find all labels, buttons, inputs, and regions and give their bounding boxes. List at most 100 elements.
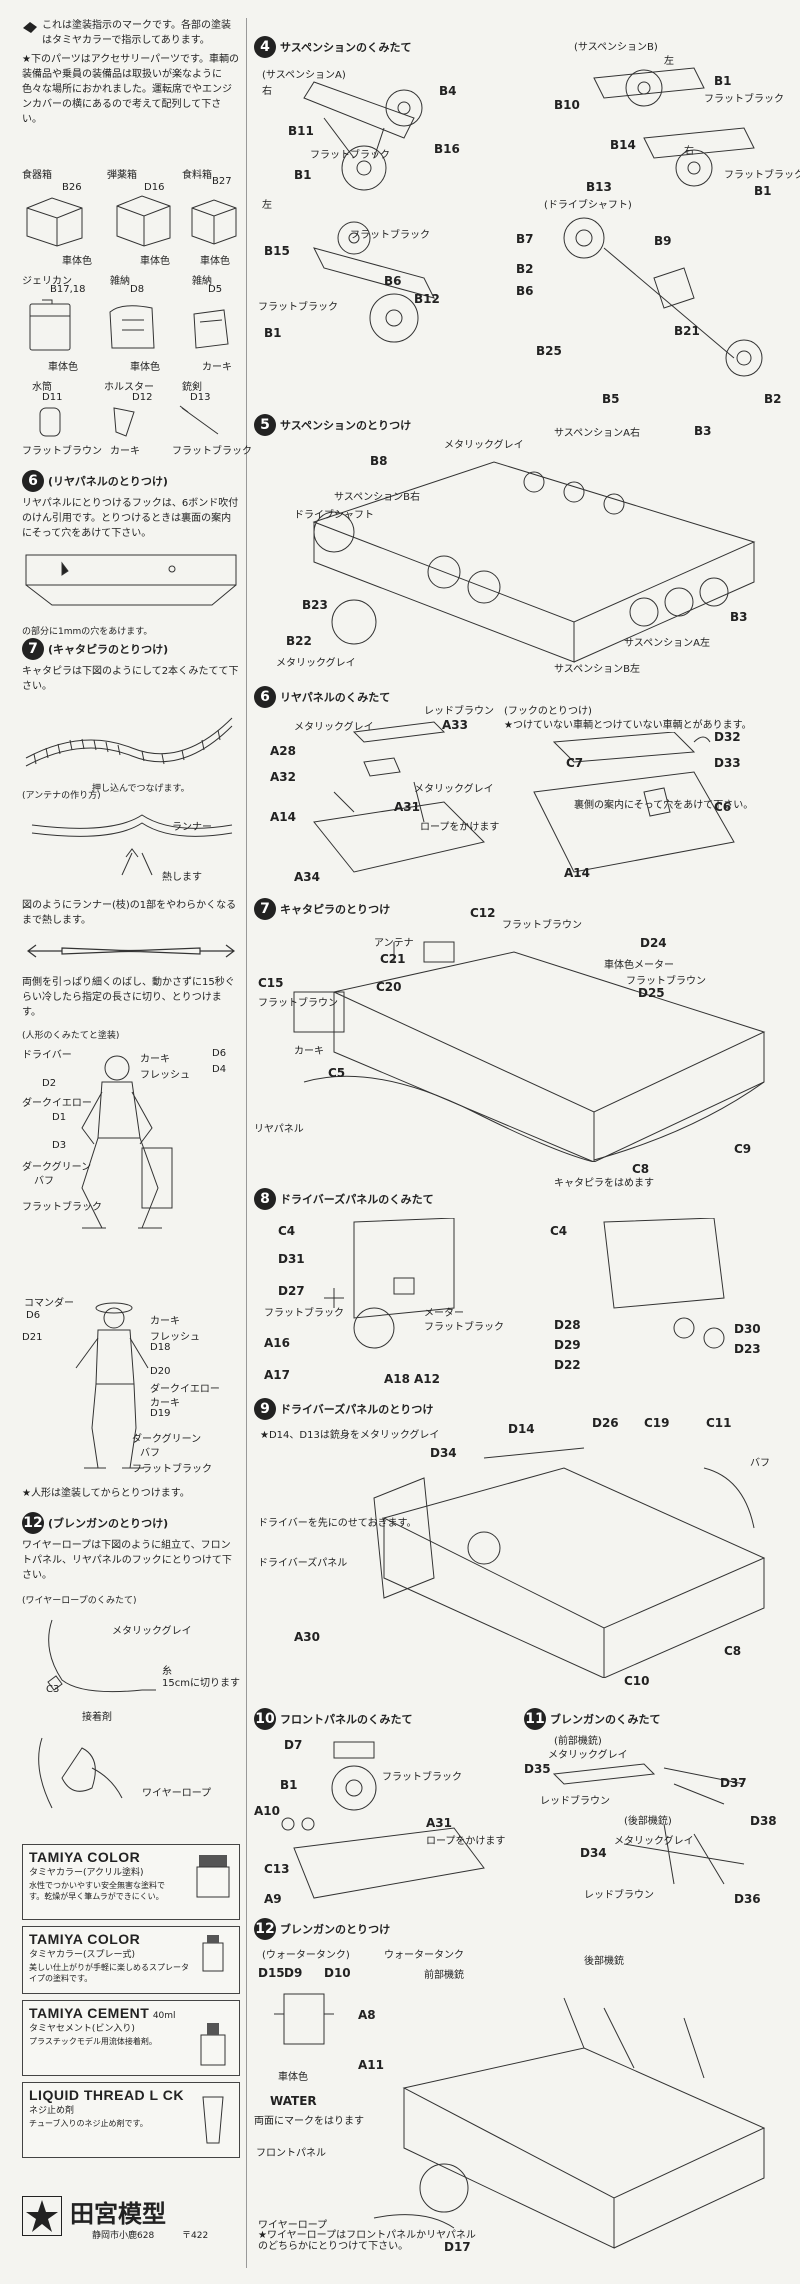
track-note: キャタピラをはめます xyxy=(554,1178,654,1189)
part-number: D1 xyxy=(52,1112,67,1123)
part-number: C19 xyxy=(644,1416,670,1430)
part-number: B2 xyxy=(764,392,782,406)
panel-label: ドライバーズパネル xyxy=(258,1558,348,1569)
part-number: B16 xyxy=(434,142,460,156)
thread-label: 糸 xyxy=(162,1666,172,1677)
part-number: B12 xyxy=(414,292,440,306)
paint-label: バフ xyxy=(140,1448,160,1459)
part-number: D17 xyxy=(444,2240,471,2254)
hull-bren-sketch xyxy=(373,1997,766,2249)
part-number: A10 xyxy=(254,1804,280,1818)
paint-label: レッドブラウン xyxy=(584,1890,654,1901)
water-decal: WATER xyxy=(270,2094,317,2108)
brand-sub: タミヤカラー(スプレー式) xyxy=(29,1950,136,1960)
part-number: D14 xyxy=(508,1422,535,1436)
hands-sketch xyxy=(38,1737,123,1809)
part-number: D8 xyxy=(130,284,145,295)
hull-suspension-sketch xyxy=(312,461,756,663)
hook-note: ★つけていない車輌とつけていない車輌とがあります。 xyxy=(504,720,752,731)
color-label: フラットブラウン xyxy=(22,446,102,457)
step-title: (リヤパネルのとりつけ) xyxy=(48,475,168,488)
part-number: D11 xyxy=(42,392,63,403)
acc-label: 銃剣 xyxy=(182,382,202,393)
part-number: A9 xyxy=(264,1892,282,1906)
runner-label: ランナー xyxy=(172,822,212,833)
left-label: 左 xyxy=(664,56,674,67)
step8-driver-panel-assembly: 8 ドライバーズパネルのくみたて C4 D31 D27 フラッ xyxy=(254,1188,784,1398)
part-number: B23 xyxy=(302,598,328,612)
part-number: A28 xyxy=(270,744,296,758)
acc-label: 水筒 xyxy=(32,382,52,393)
paint-label: レッドブラウン xyxy=(540,1796,610,1807)
step-title: ドライバーズパネルのとりつけ xyxy=(280,1403,434,1416)
antenna-body-2: 両側を引っぱり細くのばし、動かさずに15秒ぐらい冷したら指定の長さに切り、とりつ… xyxy=(22,977,235,1018)
step11-bren-gun-assembly: 11 ブレンガンのくみたて (前部機銃) メタリックグレイ D35 D37 レッ… xyxy=(524,1708,784,1908)
part-number: A17 xyxy=(264,1368,290,1382)
paint-label: ダークグリーン xyxy=(132,1434,202,1445)
hull-track-sketch xyxy=(293,941,766,1162)
right-label: 右 xyxy=(262,86,272,97)
part-number: D3 xyxy=(52,1140,67,1151)
step7-track-mount: 7 キャタピラのとりつけ C12 フラットブラウン D24 車体色 メーター フ xyxy=(254,892,784,1189)
part-number: C20 xyxy=(376,980,402,994)
part-number: D2 xyxy=(42,1078,57,1089)
paint-label: メタリックグレイ xyxy=(294,722,374,733)
step-title: サスペンションのくみたて xyxy=(280,41,412,54)
color-label: カーキ xyxy=(110,446,140,457)
paint-label: フラットブラウン xyxy=(502,920,582,931)
part-number: A14 xyxy=(270,810,296,824)
paint-label: フラットブラウン xyxy=(626,976,706,987)
part-number: C10 xyxy=(624,1674,650,1688)
part-number: D18 xyxy=(150,1342,171,1353)
figures-section: (人形のくみたてと塗装) ドライバー コマンダー カーキ D6 フレッシュ D4… xyxy=(22,1028,240,1499)
color-label: 車体色 xyxy=(200,256,230,267)
water-tank-title: (ウォータータンク) xyxy=(262,1950,350,1961)
step-number: 12 xyxy=(254,1918,276,1940)
part-number: D26 xyxy=(592,1416,619,1430)
part-number: A33 xyxy=(442,718,468,732)
paint-label: ダークグリーン xyxy=(22,1162,92,1173)
brand-sub: タミヤカラー(アクリル塗料) xyxy=(29,1868,144,1878)
commander-label: コマンダー xyxy=(24,1298,74,1309)
brand-title: TAMIYA COLOR xyxy=(29,1849,141,1865)
part-number: C11 xyxy=(706,1416,732,1430)
part-number: A14 xyxy=(564,866,590,880)
intro-block: これは塗装指示のマークです。各部の塗装はタミヤカラーで指示してあります。 ★下の… xyxy=(22,18,240,127)
part-number: C4 xyxy=(278,1224,296,1238)
part-number: D25 xyxy=(638,986,665,1000)
part-number: D12 xyxy=(132,392,153,403)
paint-label: ダークイエロー xyxy=(150,1384,220,1395)
part-number: D13 xyxy=(190,392,211,403)
color-label: 車体色 xyxy=(48,362,78,373)
hole-note: の部分に1mmの穴をあけます。 xyxy=(22,627,153,637)
suspension-a-right-sketch xyxy=(303,81,423,191)
column-divider xyxy=(246,18,247,2268)
part-number: D10 xyxy=(324,1966,351,1980)
part-number: C9 xyxy=(734,1142,752,1156)
part-number: B1 xyxy=(280,1778,298,1792)
part-number: D22 xyxy=(554,1358,581,1372)
part-number: A18 xyxy=(384,1372,410,1386)
water-tank-sketch xyxy=(274,1993,334,2045)
figures-note: ★人形は塗装してからとりつけます。 xyxy=(22,1488,190,1499)
paint-label: フラットブラック xyxy=(22,1202,102,1213)
color-label: 車体色 xyxy=(140,256,170,267)
antenna-body-1: 図のようにランナー(枝)の1部をやわらかくなるまで熱します。 xyxy=(22,900,237,926)
crate-sketches xyxy=(26,195,237,247)
part-number: D9 xyxy=(284,1966,303,1980)
brand-body: 美しい仕上がりが手軽に楽しめるスプレータイプの塗料です。 xyxy=(29,1963,189,1983)
step7-track-note: 7 (キャタピラのとりつけ) キャタピラは下図のようにして2本くみたてて下さい。… xyxy=(22,638,240,794)
paint-label: フラットブラック xyxy=(258,302,338,313)
paint-label: メタリックグレイ xyxy=(614,1836,694,1847)
heat-label: 熱します xyxy=(162,872,202,883)
paint-jar-icon xyxy=(196,1855,230,1898)
step-number: 12 xyxy=(22,1512,44,1534)
left-label: 左 xyxy=(262,200,272,211)
part-number: B9 xyxy=(654,234,672,248)
paint-label: フラットブラック xyxy=(350,230,430,241)
step-number: 6 xyxy=(22,470,44,492)
part-number: A32 xyxy=(270,770,296,784)
paint-label: バフ xyxy=(750,1458,770,1469)
suspension-b-sketch xyxy=(593,67,755,187)
step4-suspension-assembly: 4 サスペンションのくみたて (サスペンションA) 右 (サスペンションB) 左… xyxy=(254,18,800,406)
